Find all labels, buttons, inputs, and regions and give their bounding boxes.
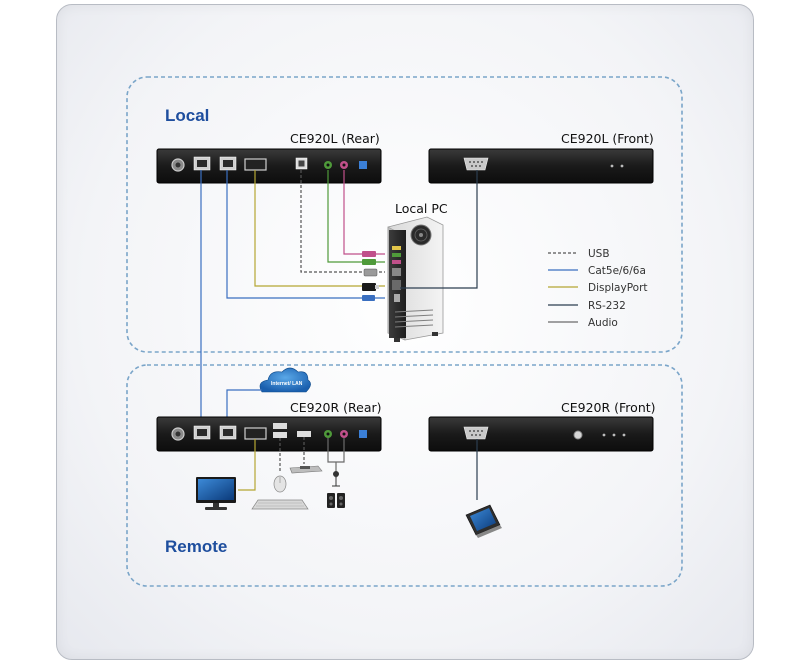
local-pc-tower: [387, 216, 444, 342]
rs232-port-icon: [463, 157, 489, 171]
remote-section-box: [126, 364, 683, 587]
cat-cable-lan: [226, 389, 262, 421]
touch-panel-icon: [465, 504, 502, 538]
displayport-icon: [244, 427, 267, 440]
displayport-icon: [244, 158, 267, 171]
local-pc-label: Local PC: [395, 201, 448, 216]
mouse-icon: [273, 475, 287, 493]
led-icon: [622, 433, 626, 437]
remote-front-label: CE920R (Front): [561, 400, 656, 415]
microphone-icon: [332, 471, 340, 487]
ce920r-rear-unit: [156, 416, 382, 452]
usb-cable: [300, 170, 385, 273]
dip-switch-icon: [359, 430, 367, 438]
audio-cable-green: [327, 170, 385, 263]
keyboard-mouse-icon: [251, 475, 309, 510]
local-rear-label: CE920L (Rear): [290, 131, 380, 146]
usb-plug-icon: [363, 268, 378, 277]
legend-audio-label: Audio: [588, 317, 618, 329]
rs232-port-icon: [463, 426, 489, 440]
dp-plug-icon: [362, 283, 376, 291]
speakers-icon: [327, 493, 345, 508]
led-icon: [620, 164, 624, 168]
keyboard-icon: [251, 499, 309, 510]
led-icon: [612, 433, 616, 437]
local-front-label: CE920L (Front): [561, 131, 654, 146]
led-icon: [602, 433, 606, 437]
audio-plug-icon: [362, 259, 376, 265]
remote-title: Remote: [165, 537, 227, 556]
led-icon: [610, 164, 614, 168]
ce920l-front-unit: [428, 148, 654, 184]
monitor-icon: [196, 477, 236, 510]
displayport-cable-remote: [238, 439, 256, 491]
rs232-cable: [400, 170, 478, 289]
legend: USB Cat5e/6/6a DisplayPort RS-232 Audio: [548, 248, 648, 329]
local-title: Local: [165, 106, 209, 125]
remote-rear-label: CE920R (Rear): [290, 400, 382, 415]
legend-dp-label: DisplayPort: [588, 282, 648, 294]
usb-a-port-icon: [273, 432, 287, 438]
push-button-icon: [573, 430, 583, 440]
cloud-label: Internet/ LAN: [271, 381, 303, 387]
legend-cat-label: Cat5e/6/6a: [588, 265, 646, 277]
displayport-cable: [254, 170, 385, 287]
usb-a-port-icon: [273, 423, 287, 429]
cloud-icon: Internet/ LAN: [259, 367, 311, 393]
rj45-plug-icon: [362, 295, 375, 301]
dip-switch-icon: [359, 161, 367, 169]
usb-device-icon: [289, 465, 323, 474]
usb-a-port-icon: [297, 431, 311, 437]
ce920r-front-unit: [428, 416, 654, 452]
legend-rs232-label: RS-232: [588, 300, 626, 312]
ce920l-rear-unit: [156, 148, 382, 184]
cat-cable-pc: [226, 170, 385, 299]
audio-plug-icon: [362, 251, 376, 257]
legend-usb-label: USB: [588, 248, 610, 260]
